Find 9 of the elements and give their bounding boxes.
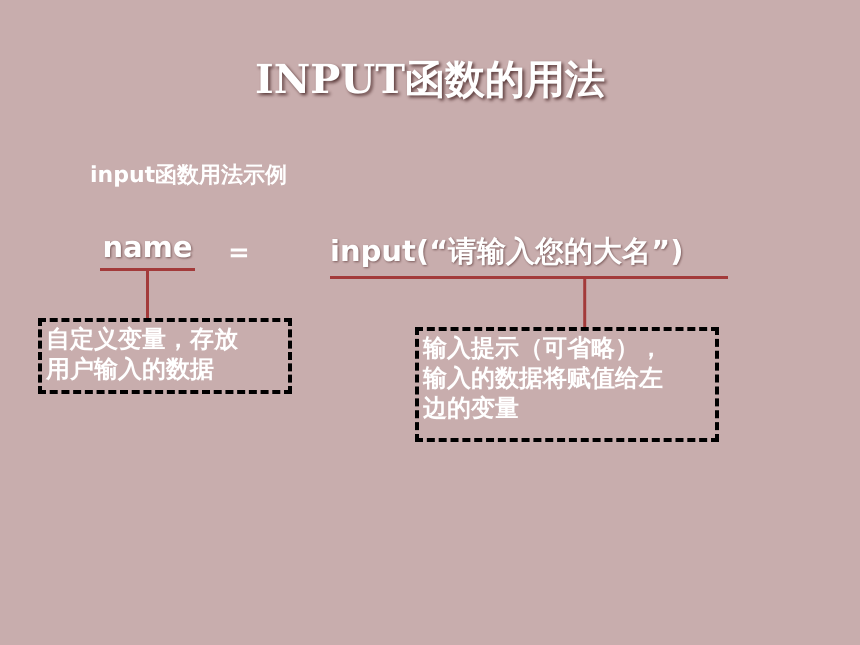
variable-name: name	[100, 230, 195, 271]
function-call: input(“请输入您的大名”)	[330, 232, 728, 279]
note-box: 自定义变量，存放用户输入的数据	[38, 318, 292, 394]
subheading: input函数用法示例	[90, 162, 288, 190]
title: INPUT函数的用法	[254, 55, 606, 105]
equals-sign: =	[228, 238, 250, 268]
leader-line	[146, 271, 149, 318]
leader-line	[583, 279, 586, 327]
note-box: 输入提示（可省略），输入的数据将赋值给左边的变量	[415, 327, 719, 442]
